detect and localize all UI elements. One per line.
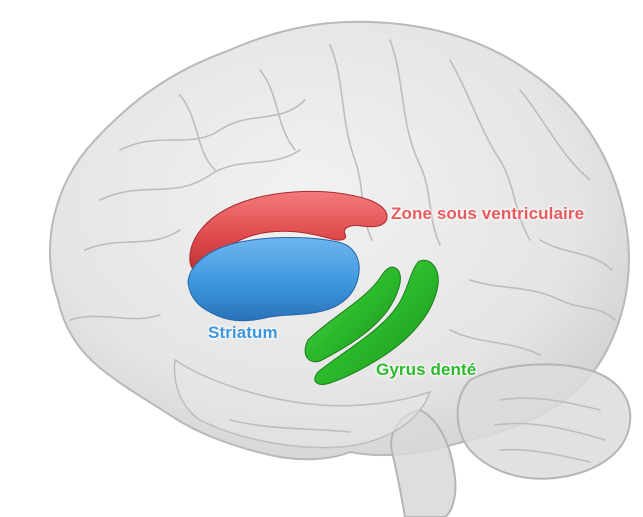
label-zone-sous-ventriculaire: Zone sous ventriculaire <box>391 204 584 224</box>
label-gyrus-dente: Gyrus denté <box>376 360 476 380</box>
label-striatum: Striatum <box>208 323 278 343</box>
cerebellum <box>458 364 631 478</box>
